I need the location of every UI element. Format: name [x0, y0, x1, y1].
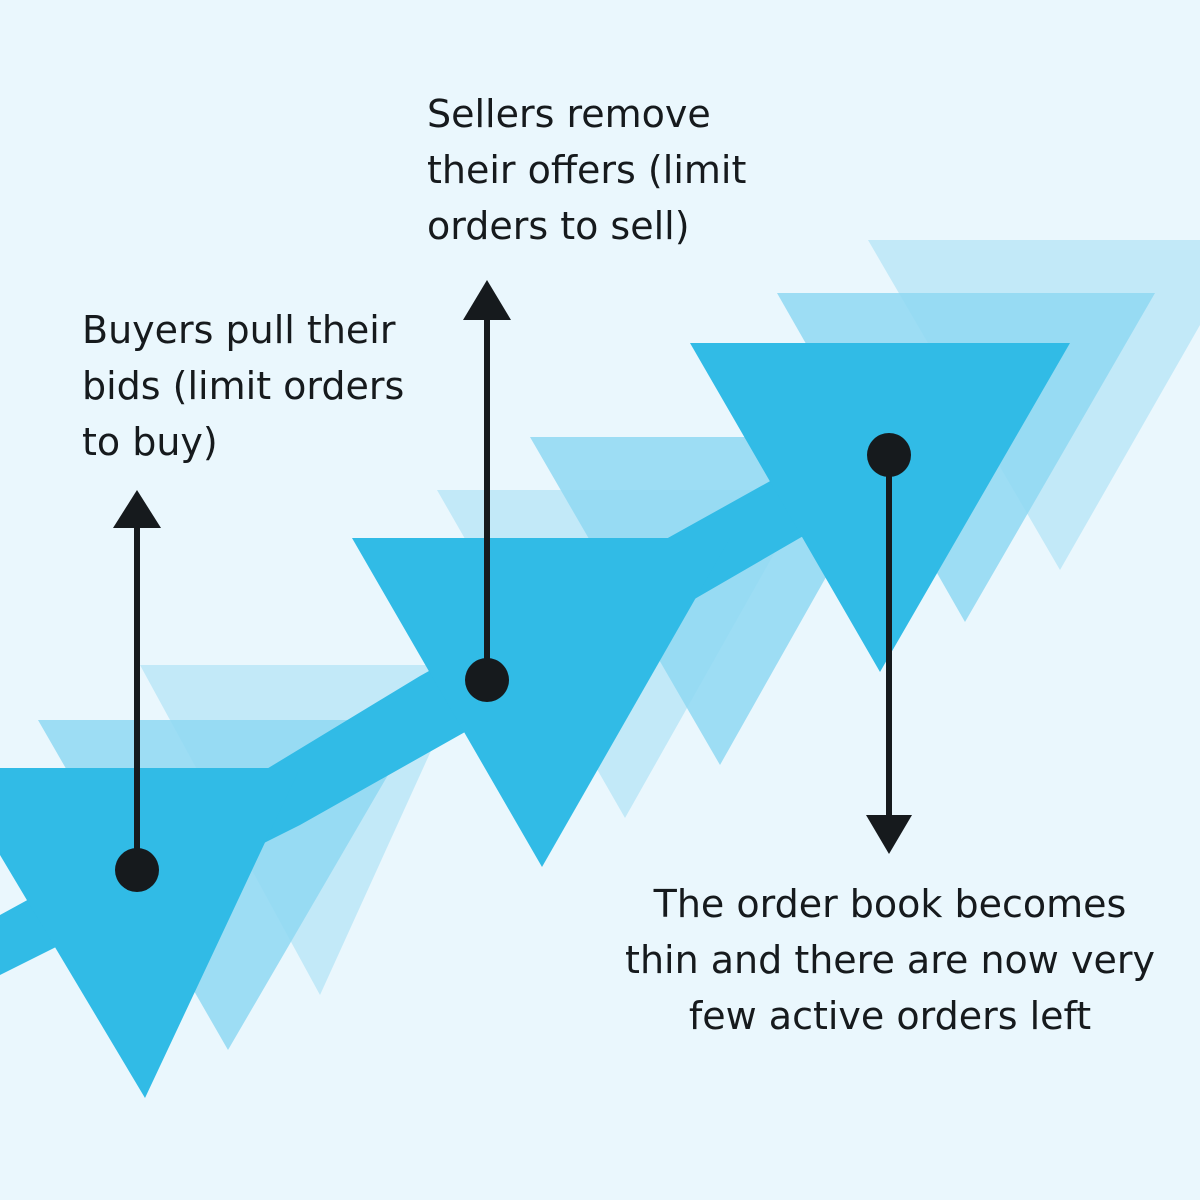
primary-triangle-3 — [690, 343, 1070, 672]
orderbook-arrowhead — [866, 815, 912, 854]
order-book-annotation: The order book becomes thin and there ar… — [625, 882, 1155, 1038]
sellers-annotation: Sellers remove their offers (limit order… — [427, 92, 747, 248]
primary-triangle-1 — [0, 768, 300, 1098]
buyers-dot — [115, 848, 159, 892]
buyers-up-arrow — [113, 490, 161, 892]
sellers-dot — [465, 658, 509, 702]
primary-triangle-2 — [352, 538, 730, 867]
sellers-arrowhead — [463, 280, 511, 320]
buyers-annotation: Buyers pull their bids (limit orders to … — [82, 308, 405, 464]
orderbook-dot — [867, 433, 911, 477]
sellers-up-arrow — [463, 280, 511, 702]
buyers-arrowhead — [113, 490, 161, 528]
orderbook-down-arrow — [866, 433, 912, 854]
